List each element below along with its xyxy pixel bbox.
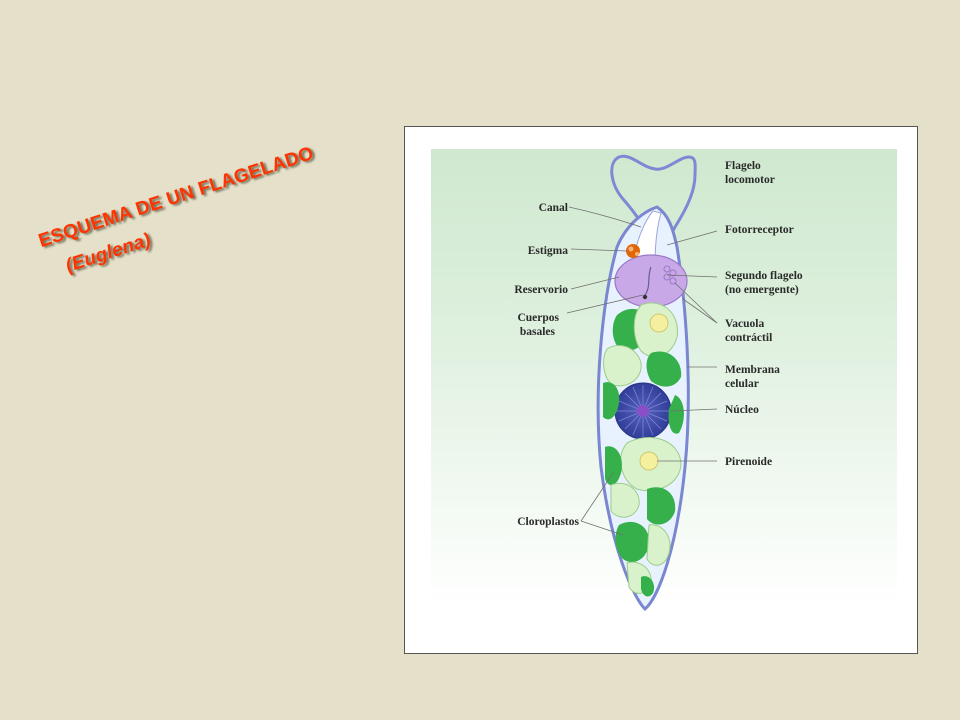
label-membrana-1: Membrana	[725, 364, 780, 376]
chloroplast	[647, 487, 676, 525]
label-nucleo: Núcleo	[725, 404, 759, 416]
slide-title: ESQUEMA DE UN FLAGELADO (Euglena)	[36, 143, 326, 283]
label-vacuola-1: Vacuola	[725, 318, 764, 330]
pyrenoid	[639, 451, 659, 471]
label-estigma: Estigma	[528, 245, 569, 257]
contractile-vacuole	[663, 265, 677, 285]
label-segundo-flagelo-1: Segundo flagelo	[725, 270, 803, 282]
leader-segundo-flagelo	[666, 274, 718, 278]
label-pirenoide: Pirenoide	[725, 456, 772, 468]
leader-cloroplastos-2	[580, 520, 624, 536]
chloroplast	[603, 345, 642, 387]
label-cloroplastos: Cloroplastos	[517, 516, 579, 528]
label-flagelo-locomotor-2: locomotor	[725, 174, 775, 186]
label-cuerpos-basales-1: Cuerpos	[517, 312, 559, 324]
euglena-diagram: Canal Estigma Reservorio Cuerpos basales…	[431, 149, 897, 612]
second-flagellum	[644, 266, 652, 296]
leader-estigma	[570, 248, 628, 252]
label-canal: Canal	[539, 202, 568, 214]
chloroplast	[610, 482, 640, 518]
chloroplast	[641, 576, 655, 597]
leader-cloroplastos-1	[580, 472, 614, 522]
flagellum	[610, 154, 697, 268]
leader-fotorreceptor	[666, 230, 718, 246]
leader-canal	[568, 206, 642, 228]
label-cuerpos-basales-2: basales	[520, 326, 556, 338]
leader-vacuola-1	[674, 282, 718, 324]
euglena-figure: Canal Estigma Reservorio Cuerpos basales…	[404, 126, 918, 654]
label-reservorio: Reservorio	[514, 284, 568, 296]
chloroplast	[615, 521, 649, 563]
label-membrana-2: celular	[725, 378, 759, 390]
leader-vacuola-2	[682, 298, 718, 324]
leader-reservorio	[570, 276, 620, 290]
nucleus	[614, 382, 672, 440]
chloroplast	[668, 395, 684, 434]
chloroplast	[646, 351, 682, 387]
stigma	[626, 244, 640, 258]
chloroplast	[646, 524, 671, 566]
label-flagelo-locomotor-1: Flagelo	[725, 160, 761, 172]
leader-cuerpos-basales	[566, 294, 644, 314]
label-segundo-flagelo-2: (no emergente)	[725, 284, 799, 296]
label-fotorreceptor: Fotorreceptor	[725, 224, 794, 236]
basal-body	[642, 294, 648, 300]
label-vacuola-2: contráctil	[725, 332, 772, 344]
pyrenoid	[649, 313, 669, 333]
chloroplast	[605, 446, 622, 486]
chloroplast	[603, 382, 620, 420]
leader-nucleo	[670, 408, 718, 412]
nucleolus	[637, 405, 649, 417]
